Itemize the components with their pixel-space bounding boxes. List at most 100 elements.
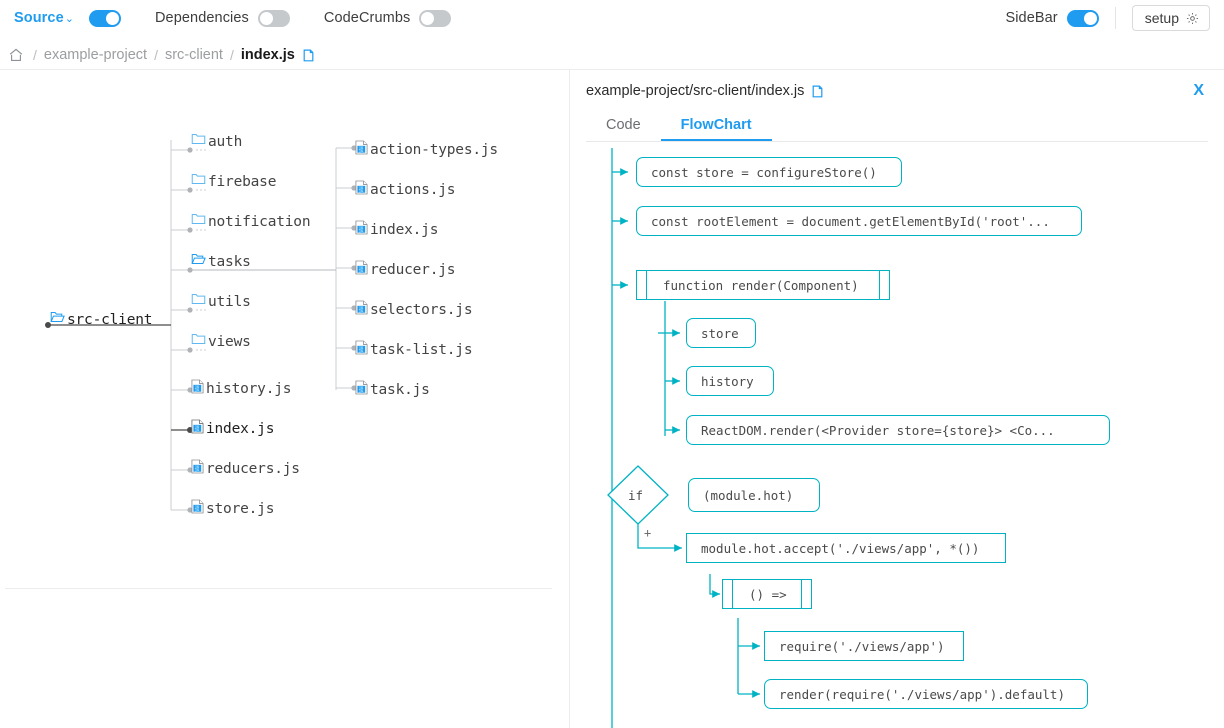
svg-text:JS: JS: [358, 269, 363, 273]
tree-node-label: utils: [208, 294, 251, 310]
tree-node-index-js[interactable]: JS JS index.js: [191, 419, 274, 439]
home-icon[interactable]: [8, 47, 24, 63]
folder-open-icon: [50, 310, 65, 329]
flow-node-const-rootelement[interactable]: const rootElement = document.getElementB…: [636, 206, 1082, 236]
svg-text:JS: JS: [194, 428, 199, 432]
toolbar-item-dependencies[interactable]: Dependencies: [155, 10, 290, 27]
tree-node-store-js[interactable]: JS JS store.js: [191, 499, 274, 519]
tree-pane-divider: [5, 588, 552, 589]
svg-text:JS: JS: [358, 389, 363, 393]
tree-node-label: reducers.js: [206, 461, 300, 477]
flow-node-reactdom-render[interactable]: ReactDOM.render(<Provider store={store}>…: [686, 415, 1110, 445]
flow-node-arrow-fn[interactable]: () =>: [722, 579, 812, 609]
svg-text:JS: JS: [194, 468, 199, 472]
breadcrumb: / example-project / src-client / index.j…: [0, 42, 1224, 68]
flow-node-const-store[interactable]: const store = configureStore(): [636, 157, 902, 187]
js-file-icon: JS JS: [191, 419, 204, 439]
js-file-icon: JS JS: [355, 220, 368, 240]
top-toolbar: Source ⌄ Dependencies CodeCrumbs SideBar…: [0, 0, 1224, 36]
toolbar-item-source[interactable]: Source ⌄: [14, 10, 121, 27]
svg-text:JS: JS: [194, 388, 199, 392]
tree-node-history-js[interactable]: JS JS history.js: [191, 379, 291, 399]
flow-node-require-views-app[interactable]: require('./views/app'): [764, 631, 964, 661]
toggle-knob: [1084, 12, 1097, 25]
js-file-icon: JS JS: [355, 380, 368, 400]
folder-closed-icon: [191, 132, 206, 151]
dependencies-toggle[interactable]: [258, 10, 290, 27]
folder-closed-icon: [191, 212, 206, 231]
sidebar-pane: example-project/src-client/index.js X Co…: [570, 70, 1224, 728]
tree-node-task-list-js[interactable]: JS JS task-list.js: [355, 340, 472, 360]
tree-node-label: task-list.js: [370, 342, 472, 358]
tree-node-label: firebase: [208, 174, 276, 190]
tree-node-reducers-js[interactable]: JS JS reducers.js: [191, 459, 300, 479]
tree-node-auth[interactable]: auth: [191, 132, 242, 151]
tree-node-actions-js[interactable]: JS JS actions.js: [355, 180, 455, 200]
breadcrumb-separator: /: [230, 47, 234, 63]
svg-text:JS: JS: [358, 229, 363, 233]
svg-text:JS: JS: [358, 189, 363, 193]
js-file-icon: JS JS: [191, 379, 204, 399]
toolbar-item-codecrumbs[interactable]: CodeCrumbs: [324, 10, 451, 27]
setup-button[interactable]: setup: [1132, 5, 1210, 31]
tree-node-label: auth: [208, 134, 242, 150]
svg-text:JS: JS: [358, 309, 363, 313]
breadcrumb-item-src-client[interactable]: src-client: [165, 47, 223, 63]
flow-node-render-require-default[interactable]: render(require('./views/app').default): [764, 679, 1088, 709]
tree-connector-lines: [0, 70, 569, 728]
tree-node-label: store.js: [206, 501, 274, 517]
folder-closed-icon: [191, 332, 206, 351]
codecrumbs-label[interactable]: CodeCrumbs: [324, 10, 410, 26]
tab-flowchart[interactable]: FlowChart: [661, 117, 772, 142]
tree-node-label: index.js: [370, 222, 438, 238]
sidebar-header: example-project/src-client/index.js X: [586, 80, 1208, 102]
flow-node-history[interactable]: history: [686, 366, 774, 396]
breadcrumb-item-example-project[interactable]: example-project: [44, 47, 147, 63]
close-icon[interactable]: X: [1189, 83, 1208, 99]
flow-node-module-hot-condition[interactable]: (module.hot): [688, 478, 820, 512]
tree-node-utils[interactable]: utils: [191, 292, 251, 311]
tree-node-notification[interactable]: notification: [191, 212, 310, 231]
tree-node-action-types-js[interactable]: JS JS action-types.js: [355, 140, 498, 160]
toggle-knob: [106, 12, 119, 25]
toolbar-left-group: Source ⌄ Dependencies CodeCrumbs: [14, 10, 485, 27]
flow-node-store[interactable]: store: [686, 318, 756, 348]
tree-node-src-client[interactable]: src-client: [50, 310, 152, 329]
sidebar-file-path: example-project/src-client/index.js: [586, 83, 804, 99]
copy-icon[interactable]: [811, 84, 825, 99]
folder-closed-icon: [191, 292, 206, 311]
sidebar-label[interactable]: SideBar: [1005, 10, 1057, 26]
chevron-down-icon[interactable]: ⌄: [65, 14, 74, 25]
dependencies-label[interactable]: Dependencies: [155, 10, 249, 26]
tabs-divider: [586, 141, 1208, 142]
tree-node-label: views: [208, 334, 251, 350]
tree-node-firebase[interactable]: firebase: [191, 172, 276, 191]
tree-node-label: tasks: [208, 254, 251, 270]
flow-node-module-hot-accept[interactable]: module.hot.accept('./views/app', *()): [686, 533, 1006, 563]
tab-code[interactable]: Code: [586, 117, 661, 142]
tree-node-task-js[interactable]: JS JS task.js: [355, 380, 430, 400]
breadcrumb-item-index-js[interactable]: index.js: [241, 47, 295, 63]
tree-node-label: reducer.js: [370, 262, 455, 278]
tree-node-label: notification: [208, 214, 310, 230]
js-file-icon: JS JS: [191, 499, 204, 519]
tree-node-tasks-index-js[interactable]: JS JS index.js: [355, 220, 438, 240]
toolbar-right-group: SideBar setup: [1005, 5, 1210, 31]
js-file-icon: JS JS: [355, 300, 368, 320]
tree-node-selectors-js[interactable]: JS JS selectors.js: [355, 300, 472, 320]
js-file-icon: JS JS: [355, 260, 368, 280]
sidebar-toggle[interactable]: [1067, 10, 1099, 27]
codecrumbs-toggle[interactable]: [419, 10, 451, 27]
source-label[interactable]: Source: [14, 10, 64, 26]
tree-node-reducer-js[interactable]: JS JS reducer.js: [355, 260, 455, 280]
copy-icon[interactable]: [302, 48, 316, 63]
flow-node-if[interactable]: if: [628, 488, 643, 503]
tree-node-tasks[interactable]: tasks: [191, 252, 251, 271]
tree-node-label: actions.js: [370, 182, 455, 198]
source-toggle[interactable]: [89, 10, 121, 27]
tree-node-views[interactable]: views: [191, 332, 251, 351]
svg-text:JS: JS: [194, 508, 199, 512]
toolbar-item-sidebar[interactable]: SideBar: [1005, 10, 1098, 27]
flow-node-function-render[interactable]: function render(Component): [636, 270, 890, 300]
tree-node-label: task.js: [370, 382, 430, 398]
